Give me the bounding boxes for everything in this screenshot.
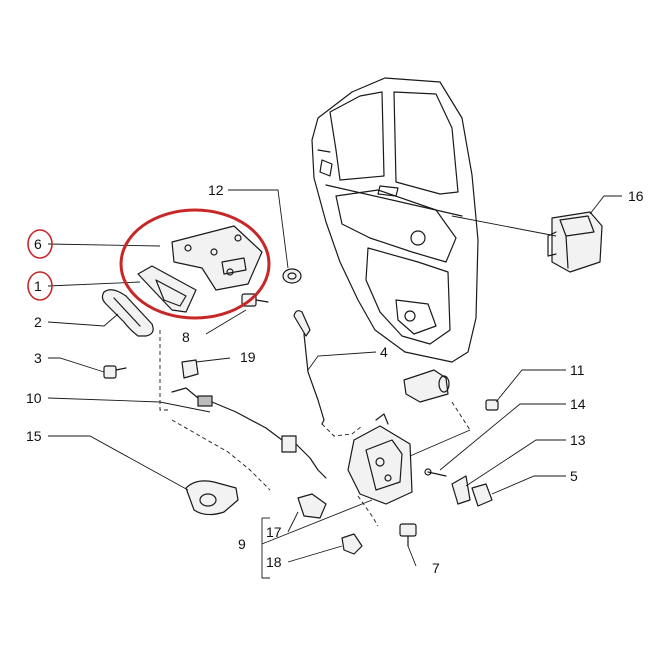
- callout-labels: 6 1 2 3 10 15 12 8 19 4 16 11 14 13 5 17…: [26, 182, 644, 576]
- callout-7: 7: [432, 560, 440, 576]
- part-12-plug: [282, 268, 302, 284]
- part-3-screw: [103, 365, 127, 379]
- part-14-pin: [424, 468, 447, 477]
- part-1-handle-cover: [137, 265, 197, 313]
- callout-9: 9: [238, 536, 246, 552]
- part-11-screw: [485, 399, 499, 411]
- callout-6: 6: [34, 236, 42, 252]
- callout-18: 18: [266, 554, 282, 570]
- part-4-rod: [293, 310, 363, 437]
- callout-15: 15: [26, 428, 42, 444]
- part-15-outer-handle: [185, 480, 239, 516]
- part-7-bolt: [399, 523, 417, 547]
- part-10-cable: [171, 387, 327, 491]
- part-13-plate: [451, 475, 471, 505]
- part-17-clip: [297, 493, 327, 519]
- callout-14: 14: [570, 396, 586, 412]
- callout-2: 2: [34, 314, 42, 330]
- callout-1: 1: [34, 278, 42, 294]
- part-9-latch: [347, 413, 413, 505]
- assembly-lines: [159, 330, 471, 527]
- part-19-clip: [181, 359, 199, 379]
- callout-3: 3: [34, 350, 42, 366]
- callout-13: 13: [570, 432, 586, 448]
- callout-19: 19: [240, 349, 256, 365]
- callout-16: 16: [628, 188, 644, 204]
- callout-17: 17: [266, 524, 282, 540]
- part-16-bumper: [547, 211, 603, 273]
- callout-10: 10: [26, 390, 42, 406]
- callout-12: 12: [208, 182, 224, 198]
- door-panel: [311, 77, 479, 363]
- highlight-marks: [27, 208, 271, 320]
- callout-11: 11: [570, 362, 585, 378]
- part-6-bracket: [171, 225, 263, 291]
- lock-cylinder: [403, 369, 450, 403]
- part-18-clip: [341, 533, 363, 555]
- part-2-handle: [101, 289, 154, 337]
- callout-8: 8: [182, 329, 190, 345]
- part-5-plate: [471, 483, 493, 507]
- callout-4: 4: [380, 344, 388, 360]
- callout-5: 5: [570, 468, 578, 484]
